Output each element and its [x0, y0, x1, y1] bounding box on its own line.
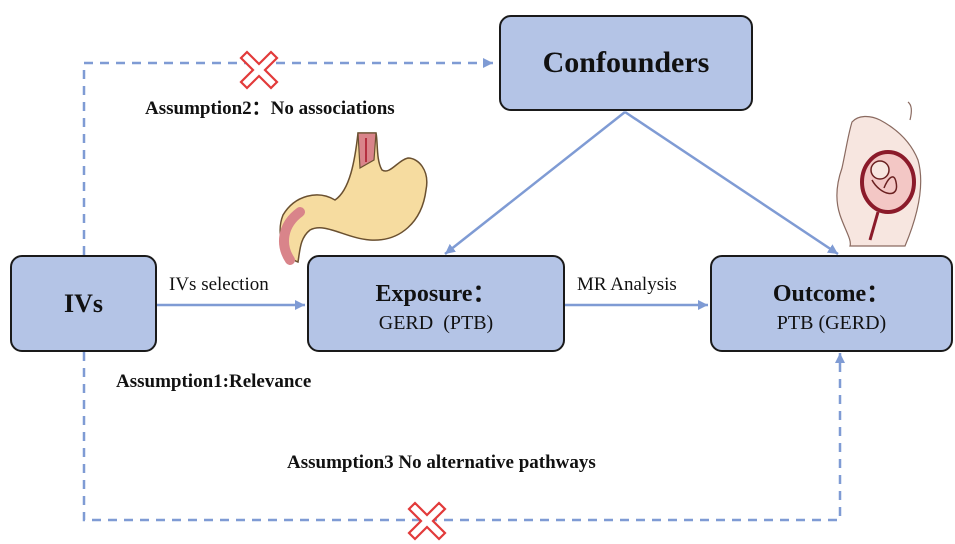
ivs-box: IVs — [10, 255, 157, 352]
outcome-subtitle: PTB (GERD) — [776, 311, 887, 334]
outcome-title: Outcome： — [772, 280, 891, 307]
cross-icon — [407, 501, 447, 541]
confounders-box: Confounders — [499, 15, 753, 111]
assumption3-label: Assumption3 No alternative pathways — [287, 452, 596, 473]
pregnancy-illustration — [836, 101, 922, 247]
ivs-title: IVs — [63, 288, 103, 318]
assumption2-label: Assumption2：No associations — [145, 98, 395, 119]
outcome-box: Outcome： PTB (GERD) — [710, 255, 953, 352]
dashed-arrow-ivs-to-outcome — [82, 352, 845, 522]
exposure-subtitle: GERD (PTB) — [378, 311, 494, 334]
ivs-selection-label: IVs selection — [169, 274, 269, 295]
exposure-title: Exposure： — [375, 280, 497, 307]
assumption1-label: Assumption1:Relevance — [116, 371, 312, 392]
exposure-box: Exposure： GERD (PTB) — [307, 255, 565, 352]
arrow-confounders-to-outcome — [624, 110, 839, 256]
confounders-title: Confounders — [542, 46, 710, 79]
cross-icon — [239, 50, 279, 90]
mr-analysis-label: MR Analysis — [577, 274, 677, 295]
arrow-confounders-to-exposure — [444, 111, 626, 255]
dashed-arrow-ivs-to-confounders — [82, 58, 493, 255]
stomach-illustration — [279, 132, 428, 265]
